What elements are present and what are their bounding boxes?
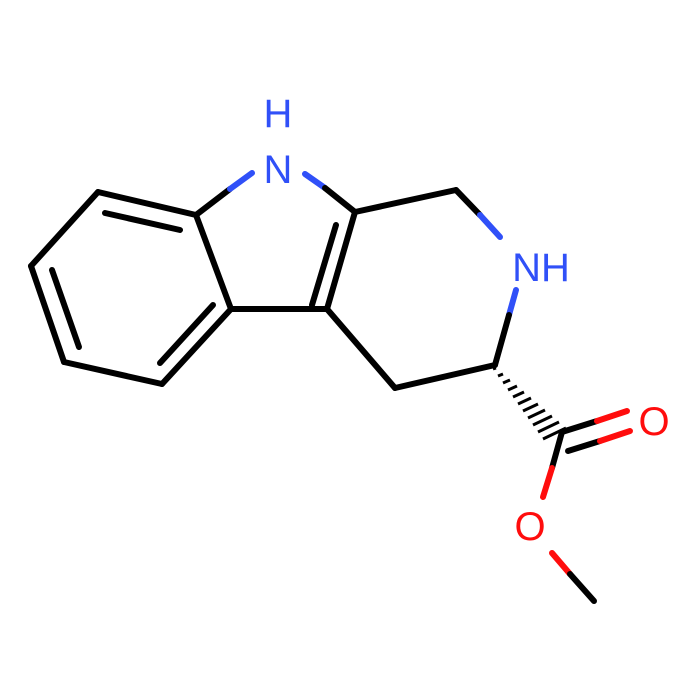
bond-n2-c3 xyxy=(492,312,512,368)
benzene-ring xyxy=(28,189,234,387)
ester-group xyxy=(540,408,633,604)
bond-n2-c3-blue xyxy=(506,287,519,318)
bond-c8a-c1 xyxy=(95,189,199,218)
bond-c-o-single xyxy=(549,429,565,471)
bond-c4a-c8a xyxy=(193,212,234,312)
bond-n9-c9a xyxy=(322,185,358,215)
bond-inner-c4-c4a xyxy=(157,302,216,366)
ester-oxygen-label: O xyxy=(514,505,545,549)
pyrrole-ring xyxy=(193,170,358,312)
piperidine-ring xyxy=(324,187,519,391)
bond-c1-c2 xyxy=(28,189,101,269)
bond-n9-c9a-blue xyxy=(302,171,328,191)
bond-o-ch3 xyxy=(567,571,597,604)
bond-c-o-double-2-red xyxy=(597,428,633,444)
bond-c4-c4a xyxy=(159,306,234,387)
bond-inner-c1-c8a xyxy=(102,210,183,233)
bond-c8a-n9 xyxy=(193,186,233,218)
bond-c9a-c1 xyxy=(352,187,459,215)
bond-c4-c4b xyxy=(324,306,398,391)
bond-c-o-double-red xyxy=(594,408,630,424)
bond-inner-c9a-c4b xyxy=(309,222,339,308)
bond-inner-c2-c3 xyxy=(49,267,82,350)
bond-c-o-double-2 xyxy=(565,438,603,454)
bond-c-o-double xyxy=(559,418,600,435)
indole-nh-label: H xyxy=(264,92,293,136)
bond-c1-n2-blue xyxy=(477,212,503,240)
bond-c2-c3 xyxy=(28,263,67,365)
ring-nh-label: NH xyxy=(512,246,570,290)
bond-c3-c4 xyxy=(61,359,165,387)
bond-o-ch3-red xyxy=(549,550,573,577)
bond-c3-c4 xyxy=(392,362,498,391)
bond-c1-n2 xyxy=(453,187,483,218)
indole-nh-n-label: N xyxy=(264,148,293,192)
bond-n9-c8a-blue xyxy=(227,170,255,192)
hashed-wedge-bond xyxy=(492,366,567,441)
bond-c9a-c4b xyxy=(324,209,358,312)
bond-c-o-single-red xyxy=(540,465,555,500)
carbonyl-oxygen-label: O xyxy=(638,400,669,444)
